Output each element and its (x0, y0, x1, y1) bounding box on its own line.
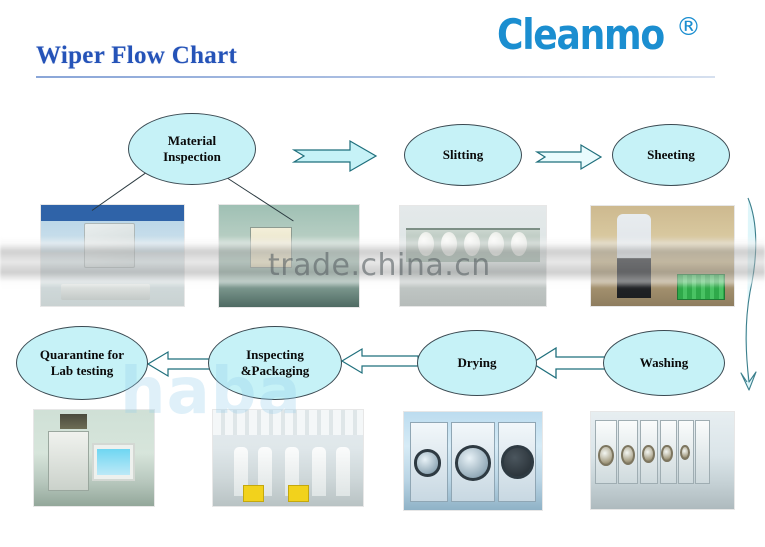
node-label-line-1: Quarantine for (39, 347, 125, 363)
arrow-drying-to-inspecting (340, 347, 419, 375)
photo-drying-machines (403, 411, 543, 511)
node-material-inspection[interactable]: Material Inspection (128, 113, 256, 185)
photo-cleanroom-packaging (212, 409, 364, 507)
photo-material-inspection-machine (218, 204, 360, 308)
node-label-sheeting: Sheeting (647, 147, 695, 163)
title-underline-divider (36, 76, 715, 78)
node-quarantine-lab-testing[interactable]: Quarantine for Lab testing (16, 326, 148, 400)
arrow-washing-to-drying (530, 346, 609, 380)
node-label-line-2: Inspection (163, 149, 221, 164)
node-slitting[interactable]: Slitting (404, 124, 522, 186)
page-title: Wiper Flow Chart (36, 42, 238, 69)
photo-lab-testing-equipment (33, 409, 155, 507)
node-washing[interactable]: Washing (603, 330, 725, 396)
brand-wordmark: Cleanmo (497, 10, 665, 59)
photo-slitting-machine (399, 205, 547, 307)
arrow-slitting-to-sheeting (535, 143, 603, 171)
node-label-drying: Drying (457, 355, 497, 371)
photo-material-inspection-lab (40, 204, 185, 307)
arrow-inspecting-to-quarantine (146, 350, 213, 378)
registered-trademark-icon: ® (676, 12, 701, 41)
node-label-slitting: Slitting (442, 147, 484, 163)
cleanmo-logo: Cleanmo ® (497, 10, 701, 59)
photo-washing-machines (590, 411, 735, 510)
node-drying[interactable]: Drying (417, 330, 537, 396)
node-label-line-2: Lab testing (50, 363, 114, 378)
node-label-line-1: Inspecting (246, 347, 304, 363)
node-sheeting[interactable]: Sheeting (612, 124, 730, 186)
arrow-material-to-slitting (292, 139, 378, 173)
node-label-line-2: &Packaging (240, 363, 310, 378)
photo-sheeting-operator (590, 205, 735, 307)
node-label-washing: Washing (639, 355, 689, 371)
node-label-line-1: Material (167, 133, 217, 149)
connector-sheeting-to-washing (740, 197, 757, 391)
node-inspecting-packaging[interactable]: Inspecting &Packaging (208, 326, 342, 400)
